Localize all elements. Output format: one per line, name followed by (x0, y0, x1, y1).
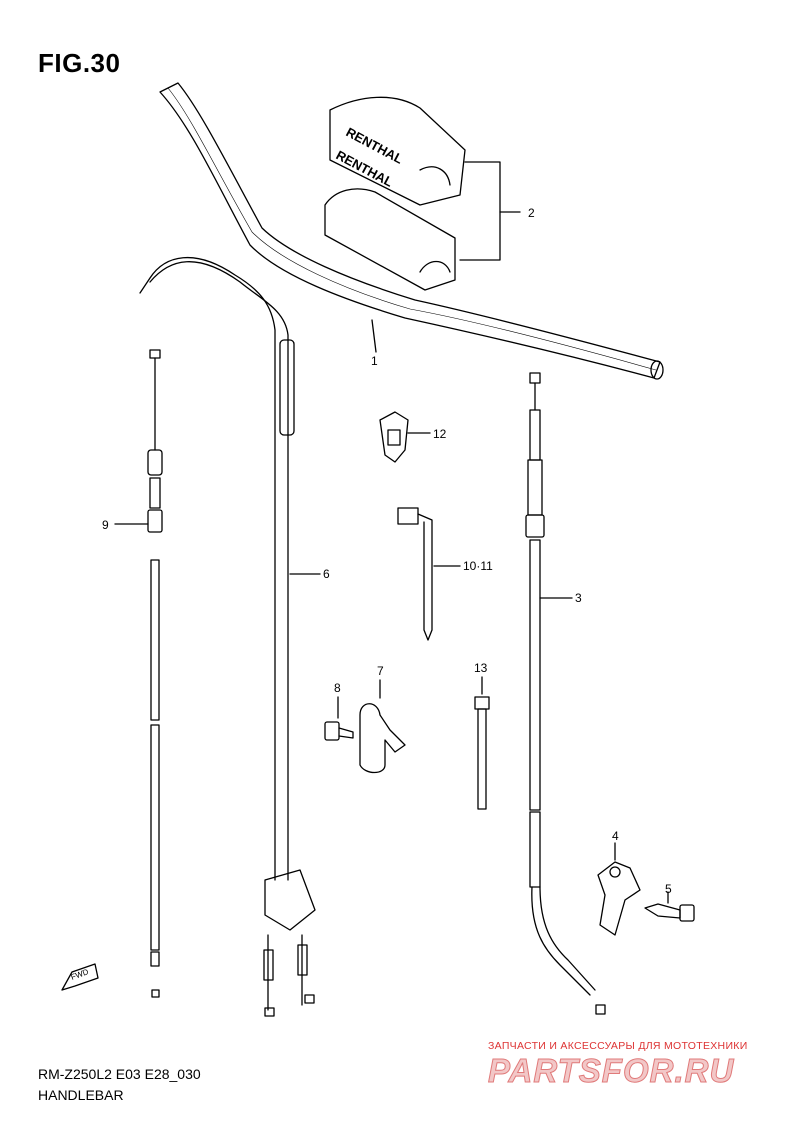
forward-label: FWD (70, 967, 90, 982)
callout-6: 6 (323, 567, 330, 581)
callout-bracket-2 (459, 161, 501, 261)
callout-9: 9 (102, 518, 109, 532)
throttle-cable (139, 256, 316, 1017)
watermark-tagline: ЗАПЧАСТИ И АКСЕССУАРЫ ДЛЯ МОТОТЕХНИКИ (488, 1040, 748, 1052)
cable-tie-mount (397, 507, 433, 641)
clutch-cable (525, 372, 606, 1015)
callout-7: 7 (377, 664, 384, 678)
handlebar-pad-foam (324, 188, 456, 291)
hot-start-cable (147, 349, 163, 998)
section-name: HANDLEBAR (38, 1087, 124, 1103)
callout-13: 13 (474, 661, 488, 675)
model-code: RM-Z250L2 E03 E28_030 (38, 1066, 201, 1082)
bolt (324, 721, 354, 741)
callout-4: 4 (612, 829, 619, 843)
callout-12: 12 (433, 427, 447, 441)
watermark-logo: PARTSFOR.RU (487, 1052, 735, 1090)
callout-3: 3 (575, 591, 582, 605)
bracket-bolt (644, 903, 695, 922)
callout-2: 2 (528, 206, 535, 220)
callout-1: 1 (371, 354, 378, 368)
handlebar (159, 82, 664, 380)
callout-10-11: 10·11 (463, 559, 493, 573)
cable-guide (359, 703, 406, 774)
forward-arrow: FWD (61, 963, 99, 991)
callout-5: 5 (665, 882, 672, 896)
figure-title: FIG.30 (38, 48, 121, 78)
callout-8: 8 (334, 681, 341, 695)
cable-clamp (379, 411, 409, 463)
cable-bracket (597, 861, 641, 936)
cable-tie (474, 696, 490, 810)
leader-1 (371, 319, 377, 353)
